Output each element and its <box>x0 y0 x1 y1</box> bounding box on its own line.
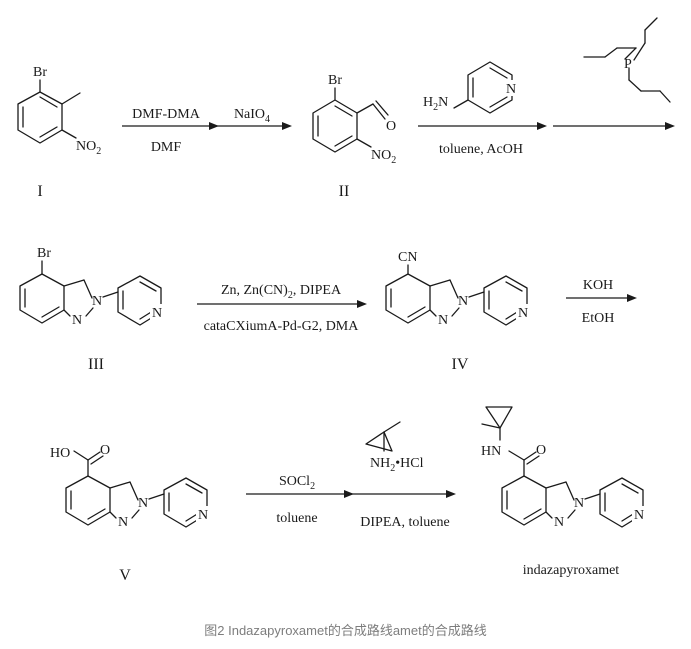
compound-1-label: I <box>37 183 42 200</box>
step-6-solvent: EtOH <box>582 311 615 326</box>
product-oxygen: O <box>536 443 546 458</box>
arrow-step-7 <box>246 490 354 498</box>
arrow-step-5 <box>197 300 367 308</box>
step-1-reagent: DMF-DMA <box>132 107 201 122</box>
compound-1-br: Br <box>33 65 47 80</box>
compound-1-structure: Br NO2 <box>17 65 101 157</box>
compound-5-n1: N <box>118 515 128 530</box>
compound-2-structure: Br O NO2 <box>312 73 396 166</box>
synthesis-scheme: Br NO2 I DMF-DMA DMF NaIO4 Br O NO2 II <box>17 17 675 584</box>
product-n1: N <box>554 515 564 530</box>
amine-reagent-nh2-hcl: NH2•HCl <box>370 456 424 474</box>
arrow-step-4 <box>553 122 675 130</box>
compound-3-structure: Br N N N <box>19 246 166 328</box>
step-5-reagents: Zn, Zn(CN)2, DIPEA <box>221 283 342 301</box>
product-label: indazapyroxamet <box>523 563 620 578</box>
figure-caption-container: 图2 Indazapyroxamet的合成路线amet的合成路线 <box>0 620 691 640</box>
step-5-catalyst: cataCXiumA-Pd-G2, DMA <box>204 319 360 334</box>
compound-2-no2: NO2 <box>371 148 396 166</box>
compound-4-pyridine-n: N <box>518 306 528 321</box>
compound-5-pyridine-n: N <box>198 508 208 523</box>
aminopyridine-nh2: H2N <box>423 95 448 113</box>
arrow-step-8 <box>350 490 456 498</box>
aminopyridine-structure: N H2N <box>423 61 522 114</box>
compound-2-br: Br <box>328 73 342 88</box>
compound-4-n2: N <box>458 294 468 309</box>
step-7-reagent: SOCl2 <box>279 474 315 492</box>
compound-4-n1: N <box>438 313 448 328</box>
compound-3-n2: N <box>92 294 102 309</box>
arrow-step-1 <box>122 122 219 130</box>
amine-reagent-structure: NH2•HCl <box>365 421 424 474</box>
compound-2-label: II <box>339 183 350 200</box>
compound-2-oxygen: O <box>386 119 396 134</box>
figure-caption: 图2 Indazapyroxamet的合成路线amet的合成路线 <box>204 623 487 638</box>
phosphine-structure: P <box>583 17 671 103</box>
compound-5-n2: N <box>138 496 148 511</box>
compound-3-n1: N <box>72 313 82 328</box>
product-n2: N <box>574 496 584 511</box>
aminopyridine-ring-n: N <box>506 82 516 97</box>
compound-1-no2: NO2 <box>76 139 101 157</box>
arrow-step-2 <box>214 122 292 130</box>
compound-4-label: IV <box>452 356 469 373</box>
compound-5-label: V <box>119 567 131 584</box>
step-2-reagent: NaIO4 <box>234 107 270 125</box>
compound-5-structure: HO O N N N <box>50 443 212 530</box>
compound-5-oxygen: O <box>100 443 110 458</box>
compound-3-br: Br <box>37 246 51 261</box>
product-hn: HN <box>481 444 501 459</box>
step-3-conditions: toluene, AcOH <box>439 142 523 157</box>
step-7-solvent: toluene <box>276 511 317 526</box>
step-8-conditions: DIPEA, toluene <box>360 515 449 530</box>
step-6-reagent: KOH <box>583 278 613 293</box>
product-structure: HN O N N N <box>481 406 648 530</box>
compound-4-cn: CN <box>398 250 417 265</box>
compound-5-ho: HO <box>50 446 70 461</box>
step-1-solvent: DMF <box>151 140 182 155</box>
phosphine-p: P <box>624 57 632 72</box>
product-pyridine-n: N <box>634 508 644 523</box>
arrow-step-3 <box>418 122 547 130</box>
compound-3-pyridine-n: N <box>152 306 162 321</box>
compound-3-label: III <box>88 356 104 373</box>
compound-4-structure: CN N N N <box>385 250 532 328</box>
arrow-step-6 <box>566 294 637 302</box>
